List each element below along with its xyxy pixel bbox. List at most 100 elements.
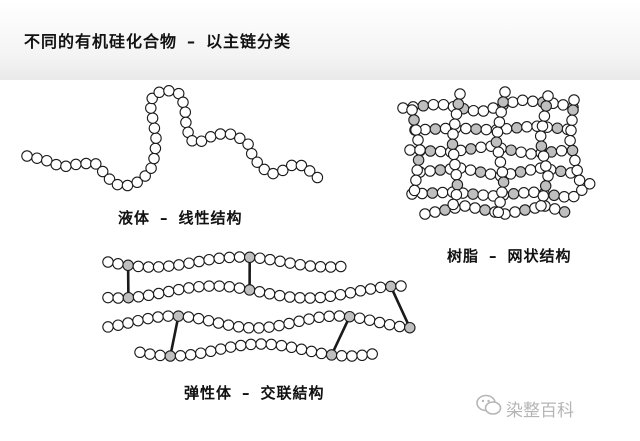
chain-bead: [518, 187, 530, 199]
chain-bead: [121, 179, 134, 192]
chain-bead: [255, 338, 267, 350]
chain-bead: [460, 122, 472, 135]
crosslink-bond: [169, 315, 180, 357]
chain-bead: [251, 156, 263, 168]
chain-bead: [557, 99, 569, 111]
chain-bead: [408, 184, 421, 197]
chain-bead: [564, 134, 576, 147]
elastic-structure: 交联結构: [260, 384, 325, 402]
chain-bead: [366, 348, 378, 360]
chain-bead: [102, 256, 114, 268]
crosslink-bead: [408, 114, 420, 126]
chain-bead: [434, 145, 447, 158]
chain-bead: [223, 251, 236, 264]
chain-bead: [568, 190, 580, 203]
chain-bead: [496, 166, 509, 178]
chain-bead: [60, 160, 72, 173]
chain-bead: [144, 348, 156, 360]
chain-bead: [192, 312, 205, 325]
chain-bead: [277, 164, 289, 177]
chain-bead: [412, 134, 424, 146]
linear-structure: 线性结构: [178, 209, 243, 227]
crosslink-bead: [122, 291, 135, 304]
chain-bead: [132, 291, 145, 303]
watermark-text: 染整百科: [506, 401, 574, 421]
chain-bead: [333, 310, 346, 322]
chain-bead: [315, 347, 328, 360]
chain-bead: [102, 321, 114, 333]
chain-bead: [450, 168, 462, 181]
crosslink-bead: [548, 189, 560, 202]
crosslink-bead: [497, 176, 510, 188]
chain-bead: [215, 343, 227, 355]
chain-bead: [555, 145, 568, 157]
chain-bead: [524, 164, 537, 176]
crosslink-bead: [490, 136, 503, 148]
chain-bead: [373, 316, 386, 329]
chain-bead: [245, 147, 258, 160]
chain-bead: [538, 110, 551, 122]
network-caption: 树脂–网状结构: [447, 245, 572, 266]
chain-bead: [122, 317, 134, 329]
chain-bead: [177, 96, 189, 109]
chain-bead: [263, 321, 275, 333]
chain-bead: [150, 132, 162, 144]
linear-polymer-chain: [21, 85, 324, 192]
crosslink-bead: [567, 104, 579, 116]
chain-bead: [424, 165, 436, 177]
chain-bead: [395, 280, 407, 292]
chain-bead: [183, 282, 195, 294]
chain-bead: [346, 350, 358, 362]
chain-bead: [80, 157, 92, 170]
chain-bead: [174, 350, 187, 362]
chain-bead: [542, 90, 554, 102]
chain-bead: [183, 257, 195, 269]
chain-bead: [459, 200, 471, 212]
chain-bead: [324, 290, 337, 303]
chain-bead: [153, 86, 165, 99]
chain-bead: [583, 178, 596, 190]
crosslink-bead: [172, 310, 185, 322]
chain-bead: [31, 152, 43, 164]
crosslink-bead: [426, 187, 439, 199]
linear-name: 液体: [118, 209, 151, 227]
chain-bead: [273, 289, 286, 302]
chain-bead: [467, 104, 480, 117]
chain-bead: [233, 282, 246, 294]
chain-bead: [41, 154, 53, 167]
chain-bead: [235, 339, 247, 352]
chain-bead: [203, 280, 215, 292]
chain-bead: [273, 319, 285, 332]
chain-bead: [213, 280, 226, 292]
chain-bead: [149, 142, 162, 155]
chain-bead: [569, 154, 581, 167]
crosslink-bead: [514, 166, 527, 178]
crosslink-bead: [429, 123, 442, 135]
chain-bead: [182, 311, 195, 323]
chain-bead: [232, 321, 245, 333]
crosslink-bead: [566, 144, 579, 157]
chain-bead: [193, 280, 205, 293]
chain-bead: [549, 203, 561, 215]
chain-bead: [410, 174, 422, 187]
wechat-icon: [476, 394, 502, 415]
chain-bead: [334, 288, 347, 301]
chain-bead: [111, 178, 124, 191]
crosslink-bead: [558, 206, 571, 218]
chain-bead: [534, 130, 547, 142]
chain-bead: [414, 144, 426, 156]
chain-bead: [295, 159, 308, 172]
chain-bead: [363, 314, 376, 326]
chain-bead: [21, 150, 33, 162]
chain-bead: [234, 132, 246, 145]
chain-bead: [284, 257, 296, 269]
crosslink-bead: [424, 145, 437, 157]
chain-bead: [491, 126, 504, 138]
crosslink-bead: [243, 251, 256, 264]
chain-bead: [383, 318, 396, 331]
crosslink-bead: [479, 204, 491, 216]
chain-bead: [353, 312, 366, 324]
chain-bead: [275, 339, 288, 352]
chain-bead: [145, 102, 157, 114]
chain-bead: [540, 160, 552, 172]
